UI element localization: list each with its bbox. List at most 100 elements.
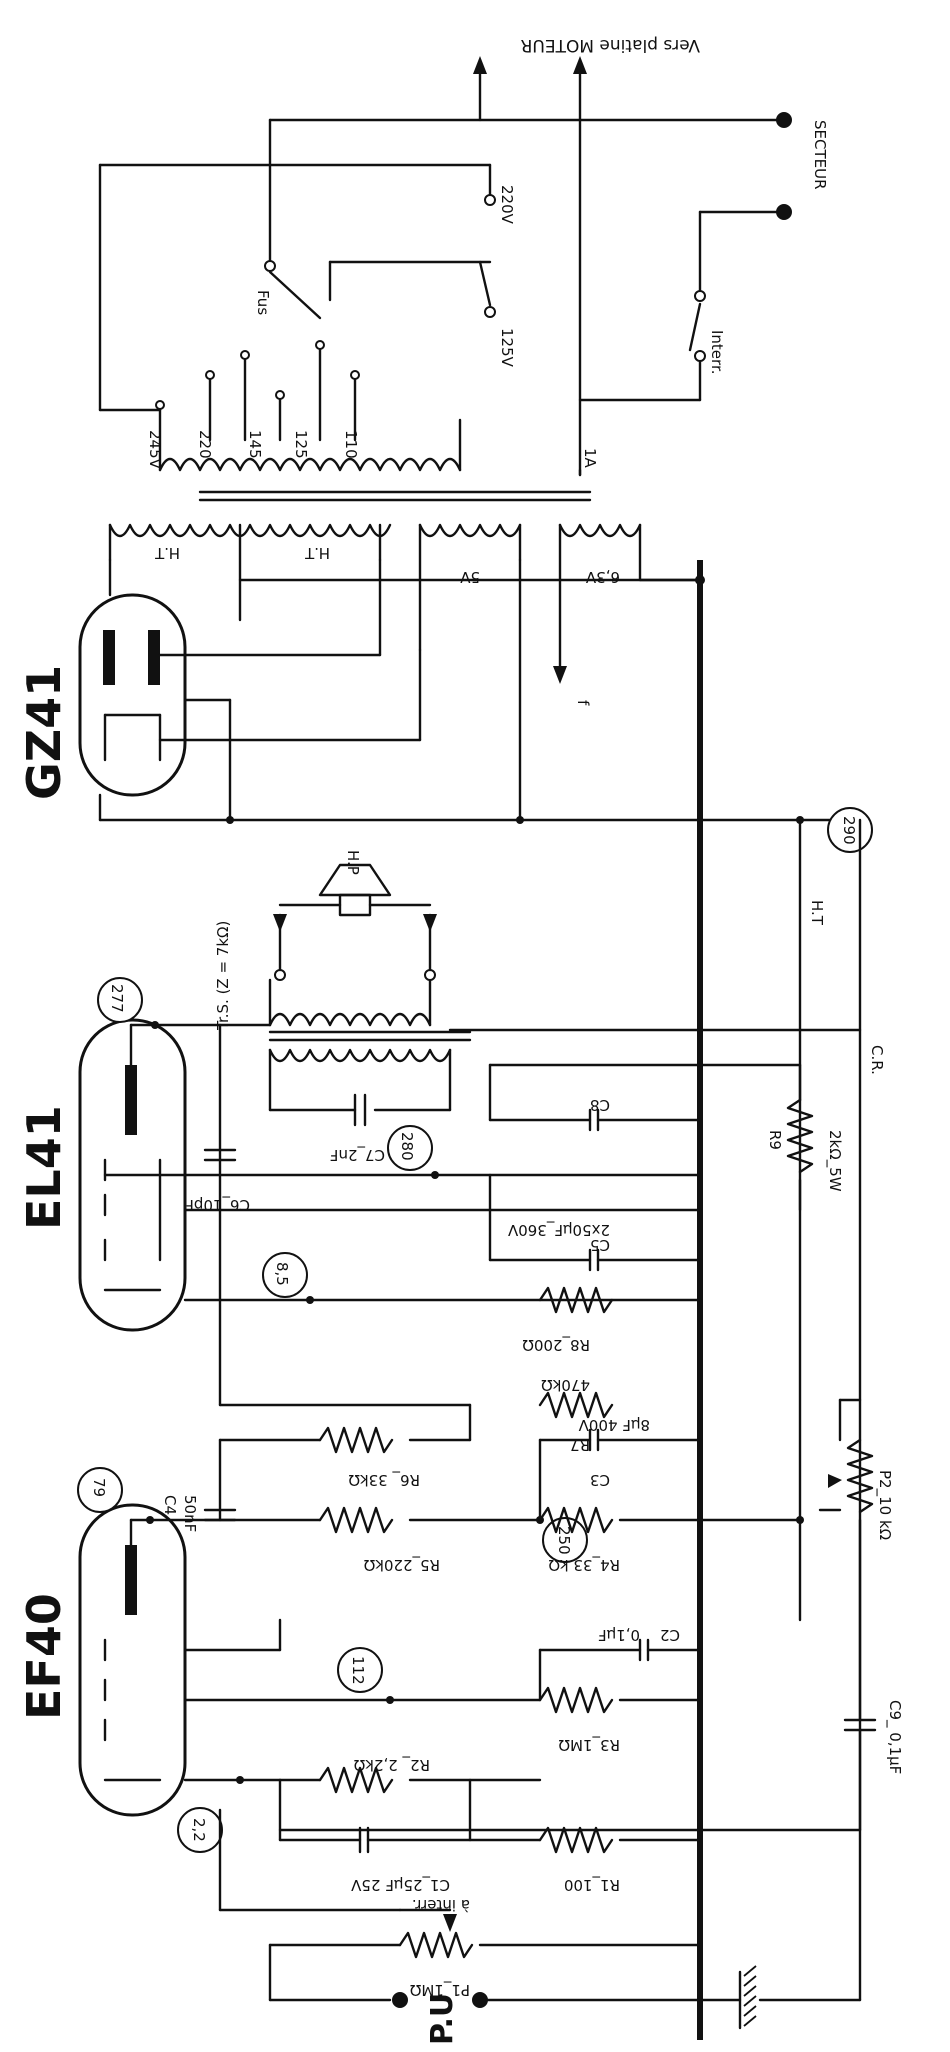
five-volt-winding: 5V — [459, 568, 480, 586]
voltage-277: 277 — [108, 984, 126, 1013]
voltage-112: 112 — [349, 1656, 367, 1685]
power-filter: C8 2x50µF_360V C5 R9 2kΩ_5W — [488, 1063, 844, 1272]
p1-potentiometer — [398, 1931, 474, 1959]
heater-f-label: f — [574, 700, 592, 706]
moteur-label: Vers platine MOTEUR — [520, 35, 700, 55]
c2-value: 0,1µF — [598, 1626, 640, 1644]
secteur-label: SECTEUR — [811, 120, 829, 190]
ef40-label: EF40 — [17, 1593, 71, 1720]
fus-label: Fus — [254, 290, 272, 315]
r6-label: R6_ 33kΩ — [349, 1470, 420, 1489]
r1-resistor — [538, 1826, 614, 1854]
r2-label: R2_ 2,2kΩ — [354, 1755, 430, 1774]
ht-line: 290 H.T — [758, 807, 873, 2002]
c1-label: C1_25µF 25V — [350, 1875, 450, 1894]
voltage-277-circle — [97, 977, 143, 1023]
tone-control: P2_10 kΩ C9_ 0,1µF — [278, 1398, 904, 1832]
arrow-down-icon — [273, 914, 287, 932]
r4-resistor — [538, 1506, 614, 1534]
interr-contact-top — [694, 290, 706, 302]
c8-label: C8 — [590, 1096, 610, 1114]
c58-label: 2x50µF_360V — [507, 1220, 610, 1239]
mains-section: SECTEUR Interr. Vers platine MOTEUR 220V… — [98, 35, 829, 477]
gz41-rectifier: GZ41 — [17, 558, 862, 824]
r3-resistor — [538, 1686, 614, 1714]
r9-label: R9 — [766, 1130, 784, 1150]
cr-label: C.R. — [868, 1045, 886, 1075]
voltage-112-circle — [337, 1647, 383, 1693]
c4-value: 50nF — [181, 1495, 199, 1532]
el41-output-tube: 277 280 8,5 EL41 C6_10pF — [17, 977, 702, 1407]
r5-resistor — [318, 1506, 394, 1534]
pu-ground-jack — [472, 1992, 488, 2008]
r4-label: R4_33 kΩ — [549, 1555, 620, 1574]
pu-label: P.U — [425, 1993, 460, 2045]
r2-resistor — [318, 1766, 394, 1794]
earth-ground-icon — [738, 1965, 757, 2030]
voltage-280-circle — [387, 1125, 433, 1171]
tap-245v: 245V — [146, 430, 164, 470]
el41-label: EL41 — [17, 1105, 71, 1230]
tap-220v-switch-label: 220V — [498, 185, 516, 225]
r7-value: 470kΩ — [541, 1376, 590, 1394]
wiper-arrow-icon — [828, 1474, 842, 1488]
interr-label: Interr. — [708, 330, 726, 375]
p2-label: P2_10 kΩ — [875, 1470, 894, 1540]
voltage-280: 280 — [398, 1132, 416, 1161]
interr-p1-label: à interr. — [412, 1896, 470, 1914]
ht-winding-1: H.T — [154, 544, 180, 562]
r9-resistor — [786, 1098, 814, 1174]
pu-input-jack — [392, 1992, 408, 2008]
tap-125v-switch-label: 125V — [498, 328, 516, 368]
ef40-envelope — [78, 1503, 187, 1817]
p1-label: P1_1MΩ — [410, 1980, 470, 1999]
mains-terminal-2 — [776, 204, 792, 220]
ht-line-label: H.T — [808, 900, 826, 926]
speaker-icon — [318, 863, 392, 917]
wiper-arrow-icon — [443, 1914, 457, 1932]
r9-value: 2kΩ_5W — [825, 1130, 844, 1192]
r8-label: R8_200Ω — [522, 1335, 590, 1354]
p2-potentiometer — [846, 1438, 874, 1514]
hp-label: H.P — [344, 850, 362, 875]
arrow-up-icon — [573, 56, 587, 74]
voltage-79: 79 — [90, 1478, 108, 1497]
mains-terminal-1 — [776, 112, 792, 128]
gz41-label: GZ41 — [17, 665, 71, 800]
r8-resistor — [538, 1286, 614, 1314]
c3-value: 8µF 400V — [578, 1416, 650, 1434]
r6-resistor — [318, 1426, 394, 1454]
gz41-envelope — [78, 593, 187, 797]
input-section: à interr. P1_1MΩ P.U — [218, 1808, 702, 2045]
interr-contact-bottom — [694, 350, 706, 362]
ht-winding-2: H.T — [304, 544, 330, 562]
voltage-79-circle — [77, 1467, 123, 1513]
mains-switch — [688, 302, 702, 352]
tap-220: 220 — [196, 430, 214, 459]
power-transformer: 245V 220 145 125 110 1A H.T H.T 5V 6,3V … — [108, 340, 705, 706]
c3-label: C3 — [590, 1471, 610, 1489]
voltage-85-circle — [262, 1252, 308, 1298]
ef40-preamp-tube: 79 R5_220kΩ 250 8µF 400V C3 R4_33 kΩ 112… — [17, 1416, 804, 1894]
heater-winding: 6,3V — [585, 568, 620, 586]
r5-label: R5_220kΩ — [364, 1555, 440, 1574]
one-amp-label: 1A — [581, 448, 599, 469]
ground-bus — [697, 560, 757, 2040]
c6-label: C6_10pF — [185, 1195, 250, 1214]
voltage-85: 8,5 — [273, 1262, 291, 1286]
voltage-selector — [268, 270, 322, 320]
r7-label: R7 — [570, 1436, 590, 1454]
r1-label: R1_100 — [564, 1875, 620, 1894]
output-transformer: C7_2nF Tr.S. (Z = 7kΩ) H.P C.R. — [214, 850, 886, 1164]
c7-label: C7_2nF — [330, 1145, 385, 1164]
voltage-22: 2,2 — [190, 1818, 208, 1842]
voltage-290: 290 — [840, 816, 858, 845]
output-transfo-label: Tr.S. (Z = 7kΩ) — [214, 921, 232, 1031]
tap-145: 145 — [246, 430, 264, 459]
c4-label: C4 — [161, 1495, 179, 1515]
c9-label: C9_ 0,1µF — [885, 1700, 904, 1774]
r7-resistor — [538, 1391, 614, 1419]
arrow-down-icon — [553, 666, 567, 684]
tap-125: 125 — [292, 430, 310, 459]
